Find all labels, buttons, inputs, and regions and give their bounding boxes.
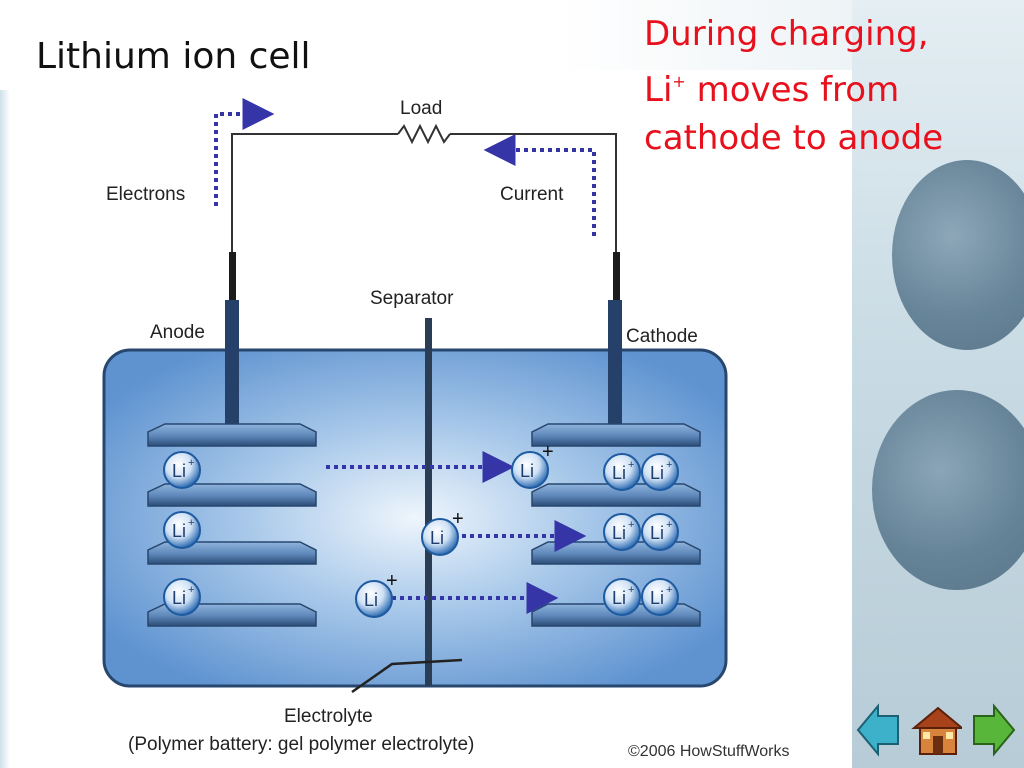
lithium-ion-label: Li: [520, 461, 534, 481]
home-icon: [911, 706, 962, 755]
lithium-ion: Li+: [163, 511, 201, 549]
background-decor-circle: [872, 390, 1024, 590]
cathode-label: Cathode: [626, 326, 698, 347]
copyright-text: ©2006 HowStuffWorks: [628, 743, 790, 760]
lithium-ion: Li+: [163, 451, 201, 489]
note-line-1: During charging,: [644, 14, 929, 54]
ion-charge-label: +: [188, 517, 194, 529]
background-decor-circle: [892, 160, 1024, 350]
separator-label: Separator: [370, 288, 454, 309]
forward-arrow-icon: [973, 703, 1016, 757]
lithium-ion-label: Li: [430, 528, 444, 548]
electron-flow-arrow: [214, 98, 275, 206]
lithium-ion: Li+: [603, 513, 641, 551]
lithium-ion: Li+: [603, 453, 641, 491]
forward-button[interactable]: [968, 700, 1020, 760]
current-flow-arrow: [483, 134, 596, 236]
lithium-ion: Li +: [355, 570, 398, 618]
lithium-ion: Li+: [603, 578, 641, 616]
anode-label: Anode: [150, 322, 205, 343]
back-arrow-icon: [856, 703, 899, 757]
lithium-ions: Li+Li+Li+Li+Li+Li+Li+Li+Li+Li+Li+Li+: [163, 441, 679, 618]
lithium-ion: Li+: [641, 453, 679, 491]
slide-title: Lithium ion cell: [36, 36, 311, 77]
home-button[interactable]: [910, 700, 962, 760]
lithium-ion-label: Li: [364, 590, 378, 610]
ion-charge-label: +: [666, 459, 672, 471]
external-circuit: [229, 123, 620, 302]
ion-charge-label: +: [188, 457, 194, 469]
background-left-strip: [0, 90, 10, 768]
lithium-ion: Li+: [163, 578, 201, 616]
lithium-ion: Li +: [511, 441, 554, 489]
note-line-3: cathode to anode: [644, 118, 944, 158]
anode-rod: [225, 300, 239, 440]
note-line-2: Li+ moves from: [644, 70, 900, 110]
electrolyte-pointer: [351, 658, 463, 694]
lithium-ion-label: Li: [612, 523, 626, 543]
lithium-ion: Li +: [421, 508, 464, 556]
ion-charge-label: +: [542, 441, 554, 463]
lithium-ion-label: Li: [650, 463, 664, 483]
back-button[interactable]: [852, 700, 904, 760]
lithium-ion-label: Li: [612, 588, 626, 608]
separator: [425, 318, 432, 686]
ion-charge-label: +: [628, 584, 634, 596]
lithium-ion-label: Li: [172, 588, 186, 608]
lithium-ion-label: Li: [172, 521, 186, 541]
ion-charge-label: +: [386, 570, 398, 592]
ion-charge-label: +: [452, 508, 464, 530]
ion-charge-label: +: [628, 459, 634, 471]
current-label: Current: [500, 184, 564, 205]
lithium-ion: Li+: [641, 578, 679, 616]
ion-charge-label: +: [628, 519, 634, 531]
ion-charge-label: +: [666, 584, 672, 596]
load-resistor-icon: [397, 123, 451, 145]
slide-navigation: [852, 700, 1020, 760]
lithium-ion-label: Li: [650, 523, 664, 543]
lithium-ion: Li+: [641, 513, 679, 551]
cathode-rod: [608, 300, 622, 440]
electrolyte-detail-label: (Polymer battery: gel polymer electrolyt…: [128, 734, 474, 755]
lithium-ion-label: Li: [650, 588, 664, 608]
ion-charge-label: +: [666, 519, 672, 531]
charging-note: During charging, Li+ moves from cathode …: [644, 10, 994, 162]
electrolyte-label: Electrolyte: [284, 706, 373, 727]
electrons-label: Electrons: [106, 184, 185, 205]
lithium-ion-label: Li: [172, 461, 186, 481]
lithium-ion-label: Li: [612, 463, 626, 483]
load-label: Load: [400, 98, 442, 119]
background-top-band: [560, 0, 860, 70]
ion-charge-label: +: [188, 584, 194, 596]
background-right-panel: [852, 0, 1024, 768]
